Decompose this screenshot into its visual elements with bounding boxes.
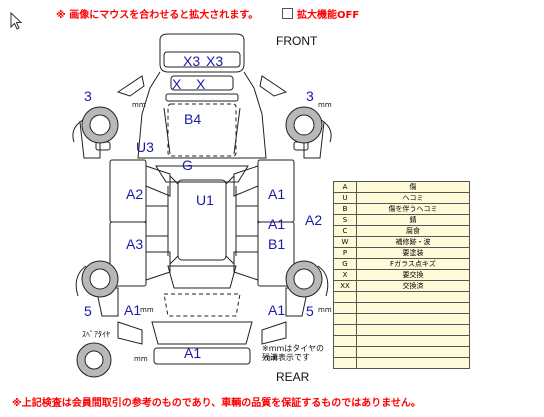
zoom-off-checkbox[interactable]: [282, 8, 293, 19]
legend-description: 交換済: [356, 280, 470, 292]
mouse-cursor-icon: [10, 12, 23, 30]
legend-row: [333, 357, 470, 369]
mark-hood-left: X3: [183, 53, 201, 69]
mark-bumper-right: X: [196, 76, 206, 92]
legend-description: [356, 302, 470, 314]
legend-code: [333, 324, 357, 336]
legend-description: [356, 335, 470, 347]
legend-code: W: [333, 236, 357, 248]
mark-right-fender: A2: [305, 212, 323, 228]
spare-tire-label: ｽﾍﾟｱﾀｲﾔ: [82, 330, 110, 339]
legend-code: [333, 302, 357, 314]
legend-description: 要塗装: [356, 247, 470, 259]
legend-description: 腐食: [356, 225, 470, 237]
legend-code: [333, 357, 357, 369]
car-inspection-diagram: [72, 33, 332, 378]
tire-depth-rear-right: 5: [306, 303, 314, 319]
legend-code: S: [333, 214, 357, 226]
mm-unit-rear-left: mm: [140, 306, 154, 314]
mark-windshield: G: [182, 157, 193, 173]
tire-depth-rear-left: 5: [84, 303, 92, 319]
legend-description: [356, 291, 470, 303]
disclaimer-notice: ※上記検査は会員間取引の参考のものであり、車輌の品質を保証するものではありません…: [12, 398, 421, 409]
legend-row: [333, 313, 470, 325]
legend-code: P: [333, 247, 357, 259]
legend-code: [333, 346, 357, 358]
mark-roof-front: B4: [184, 111, 202, 127]
mark-right-rear-quarter: A1: [268, 302, 286, 318]
legend-code: XX: [333, 280, 357, 292]
legend-description: [356, 357, 470, 369]
legend-row: [333, 335, 470, 347]
legend-code: [333, 313, 357, 325]
mm-unit-spare: mm: [134, 355, 148, 363]
zoom-hint-notice: ※ 画像にマウスを合わせると拡大されます。: [56, 10, 259, 21]
tire-depth-front-left: 3: [84, 88, 92, 104]
legend-code: A: [333, 181, 357, 193]
legend-description: 傷を伴うヘコミ: [356, 203, 470, 215]
mark-hood-right: X3: [206, 53, 224, 69]
mark-left-rear-quarter: A1: [124, 302, 142, 318]
legend-description: 傷: [356, 181, 470, 193]
legend-row: [333, 324, 470, 336]
mm-unit-rear-right: mm: [318, 306, 332, 314]
legend-code: G: [333, 258, 357, 270]
mark-right-rear-door-a: A1: [268, 216, 286, 232]
front-label: FRONT: [276, 34, 318, 48]
mark-bumper-left: X: [172, 76, 182, 92]
zoom-off-toggle[interactable]: 拡大機能OFF: [282, 6, 359, 21]
mark-right-front-door: A1: [268, 186, 286, 202]
legend-row: [333, 302, 470, 314]
mm-unit-front-right: mm: [318, 101, 332, 109]
legend-code: U: [333, 192, 357, 204]
legend-description: [356, 313, 470, 325]
legend-row: [333, 346, 470, 358]
tire-depth-front-right: 3: [306, 88, 314, 104]
legend-description: 錆: [356, 214, 470, 226]
legend-code: B: [333, 203, 357, 215]
mm-note: ※mmはタイヤの 残溝表示です: [262, 344, 325, 362]
mark-right-rear-door-b: B1: [268, 236, 286, 252]
mark-front-left: U3: [136, 139, 154, 155]
legend-description: [356, 324, 470, 336]
legend-code: [333, 335, 357, 347]
legend-description: [356, 346, 470, 358]
legend-description: Fガラス点キズ: [356, 258, 470, 270]
rear-label: REAR: [276, 370, 310, 384]
legend-code: [333, 291, 357, 303]
legend-description: 補修跡・波: [356, 236, 470, 248]
mm-unit-rear-center: mm: [264, 354, 278, 362]
mark-left-rear-door: A3: [126, 236, 144, 252]
legend-code: X: [333, 269, 357, 281]
tire-front-left: [81, 106, 119, 144]
mm-unit-front-left: mm: [132, 101, 146, 109]
mark-rear-bumper: A1: [184, 345, 202, 361]
mark-left-front-door: A2: [126, 186, 144, 202]
mark-roof: U1: [196, 192, 214, 208]
legend-description: ヘコミ: [356, 192, 470, 204]
zoom-off-label: 拡大機能OFF: [297, 10, 360, 21]
legend-description: 要交換: [356, 269, 470, 281]
legend-row: [333, 291, 470, 303]
legend-code: C: [333, 225, 357, 237]
